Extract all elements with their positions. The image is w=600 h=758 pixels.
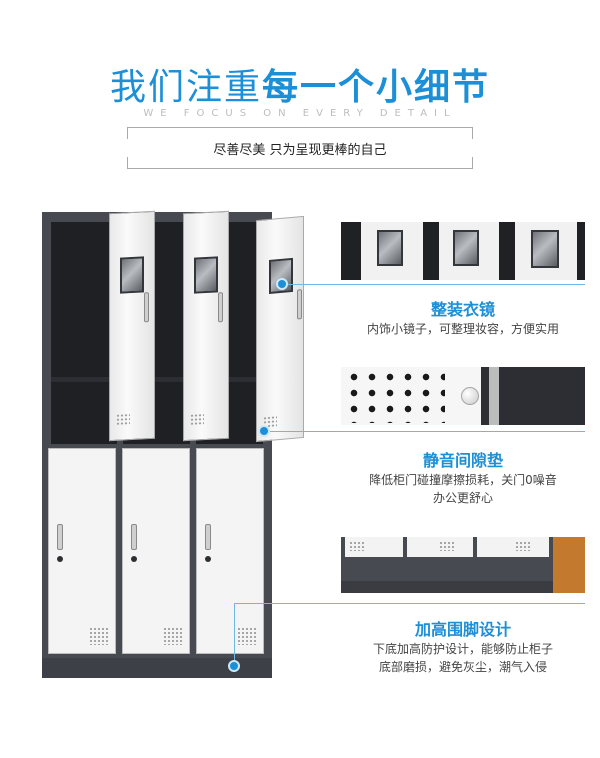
- vent-icon: [163, 627, 183, 645]
- feature-desc-base-line2: 底部磨损，避免灰尘，潮气入侵: [378, 660, 547, 674]
- callout-line-base-v: [234, 603, 235, 661]
- photo-mirror-detail: [341, 222, 585, 280]
- mirror-icon: [120, 256, 144, 294]
- lock-icon: [131, 556, 137, 562]
- feature-desc-pad-line2: 办公更舒心: [432, 491, 493, 505]
- feature-desc-pad-line1: 降低柜门碰撞摩擦损耗，关门0噪音: [369, 473, 557, 487]
- locker-door-lower-1: [48, 448, 116, 654]
- callout-line-base-h: [234, 603, 585, 604]
- vent-icon: [89, 627, 109, 645]
- locker-door-lower-2: [122, 448, 190, 654]
- photo-base-detail: [341, 537, 585, 593]
- locker-cabinet: [42, 212, 272, 678]
- callout-dot-mirror: [276, 278, 288, 290]
- locker-door-open-3: [256, 215, 304, 443]
- handle-icon: [57, 524, 63, 550]
- callout-line-mirror: [282, 284, 585, 285]
- mirror-icon: [194, 256, 218, 294]
- callout-line-pad: [264, 431, 585, 432]
- locker-door-open-1: [109, 210, 155, 442]
- page-title: 我们注重每一个小细节: [0, 58, 600, 110]
- locker-door-open-2: [183, 210, 229, 442]
- callout-dot-base: [228, 660, 240, 672]
- feature-title-pad: 静音间隙垫: [422, 451, 503, 470]
- cabinet-base: [42, 658, 272, 678]
- title-light: 我们注重: [109, 67, 262, 108]
- english-subtitle: WE FOCUS ON EVERY DETAIL: [143, 108, 457, 119]
- feature-desc-base-line1: 下底加高防护设计，能够防止柜子: [372, 642, 553, 656]
- locker-door-lower-3: [196, 448, 264, 654]
- feature-desc-mirror: 内饰小镜子，可整理妆容，方便实用: [366, 322, 559, 336]
- slogan: 尽善尽美 只为呈现更棒的自己: [213, 143, 387, 158]
- handle-icon: [205, 524, 211, 550]
- photo-pad-detail: [341, 367, 585, 425]
- lock-icon: [205, 556, 211, 562]
- title-bold: 每一个小细节: [262, 67, 491, 108]
- slogan-frame: [127, 127, 473, 169]
- handle-icon: [131, 524, 137, 550]
- feature-title-mirror: 整装衣镜: [430, 300, 495, 319]
- vent-icon: [237, 627, 257, 645]
- feature-title-base: 加高围脚设计: [414, 620, 511, 639]
- callout-dot-pad: [258, 425, 270, 437]
- lock-icon: [57, 556, 63, 562]
